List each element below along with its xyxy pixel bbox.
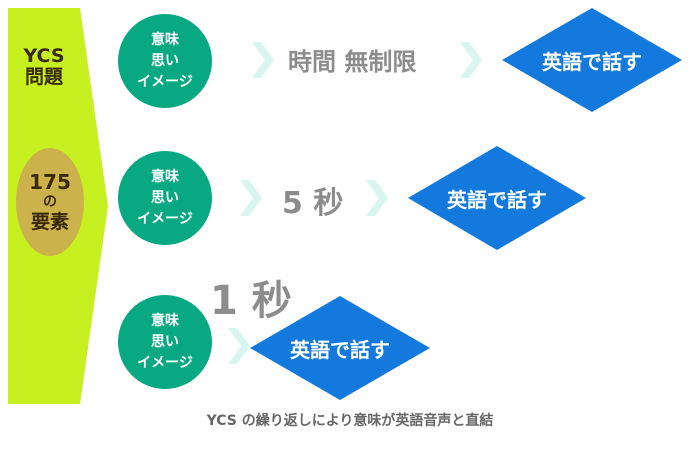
time-label-row2: 5 秒	[282, 186, 344, 221]
element-count-label: 要素	[30, 211, 69, 233]
speak-english-label-row1: 英語で話す	[542, 49, 642, 74]
circle-line-meaning: 意味	[151, 31, 179, 48]
meaning-circle-row3: 意味 思い イメージ	[118, 295, 212, 389]
circle-line-thought: 思い	[151, 189, 179, 206]
speak-english-diamond-row2: 英語で話す	[408, 146, 586, 250]
circle-line-meaning: 意味	[151, 312, 179, 329]
diagram-caption: YCS の繰り返しにより意味が英語音声と直結	[206, 413, 494, 429]
circle-line-image: イメージ	[137, 73, 193, 90]
ycs-title-line2: 問題	[24, 66, 63, 88]
chevron-right-icon	[252, 42, 274, 78]
time-label-row3: 1 秒	[210, 278, 292, 324]
circle-line-meaning: 意味	[151, 168, 179, 185]
circle-line-thought: 思い	[151, 333, 179, 350]
speak-english-diamond-row3: 英語で話す	[250, 296, 430, 400]
circle-line-thought: 思い	[151, 52, 179, 69]
speak-english-label-row2: 英語で話す	[447, 187, 547, 212]
meaning-circle-row1: 意味 思い イメージ	[118, 14, 212, 108]
speak-english-diamond-row1: 英語で話す	[502, 8, 682, 112]
element-count-circle: 175 の 要素	[16, 148, 84, 256]
element-count-number: 175	[29, 170, 71, 194]
circle-line-image: イメージ	[137, 210, 193, 227]
meaning-circle-row2: 意味 思い イメージ	[118, 151, 212, 245]
ycs-title-line1: YCS	[23, 45, 65, 67]
element-count-particle: の	[43, 194, 57, 210]
speak-english-label-row3: 英語で話す	[290, 337, 390, 362]
chevron-right-icon	[460, 42, 482, 78]
circle-line-image: イメージ	[137, 354, 193, 371]
time-label-row1: 時間 無制限	[288, 48, 417, 76]
chevron-right-icon	[240, 180, 262, 216]
ycs-question-title: YCS 問題	[8, 46, 80, 88]
chevron-right-icon	[366, 180, 388, 216]
chevron-right-icon	[228, 328, 250, 364]
